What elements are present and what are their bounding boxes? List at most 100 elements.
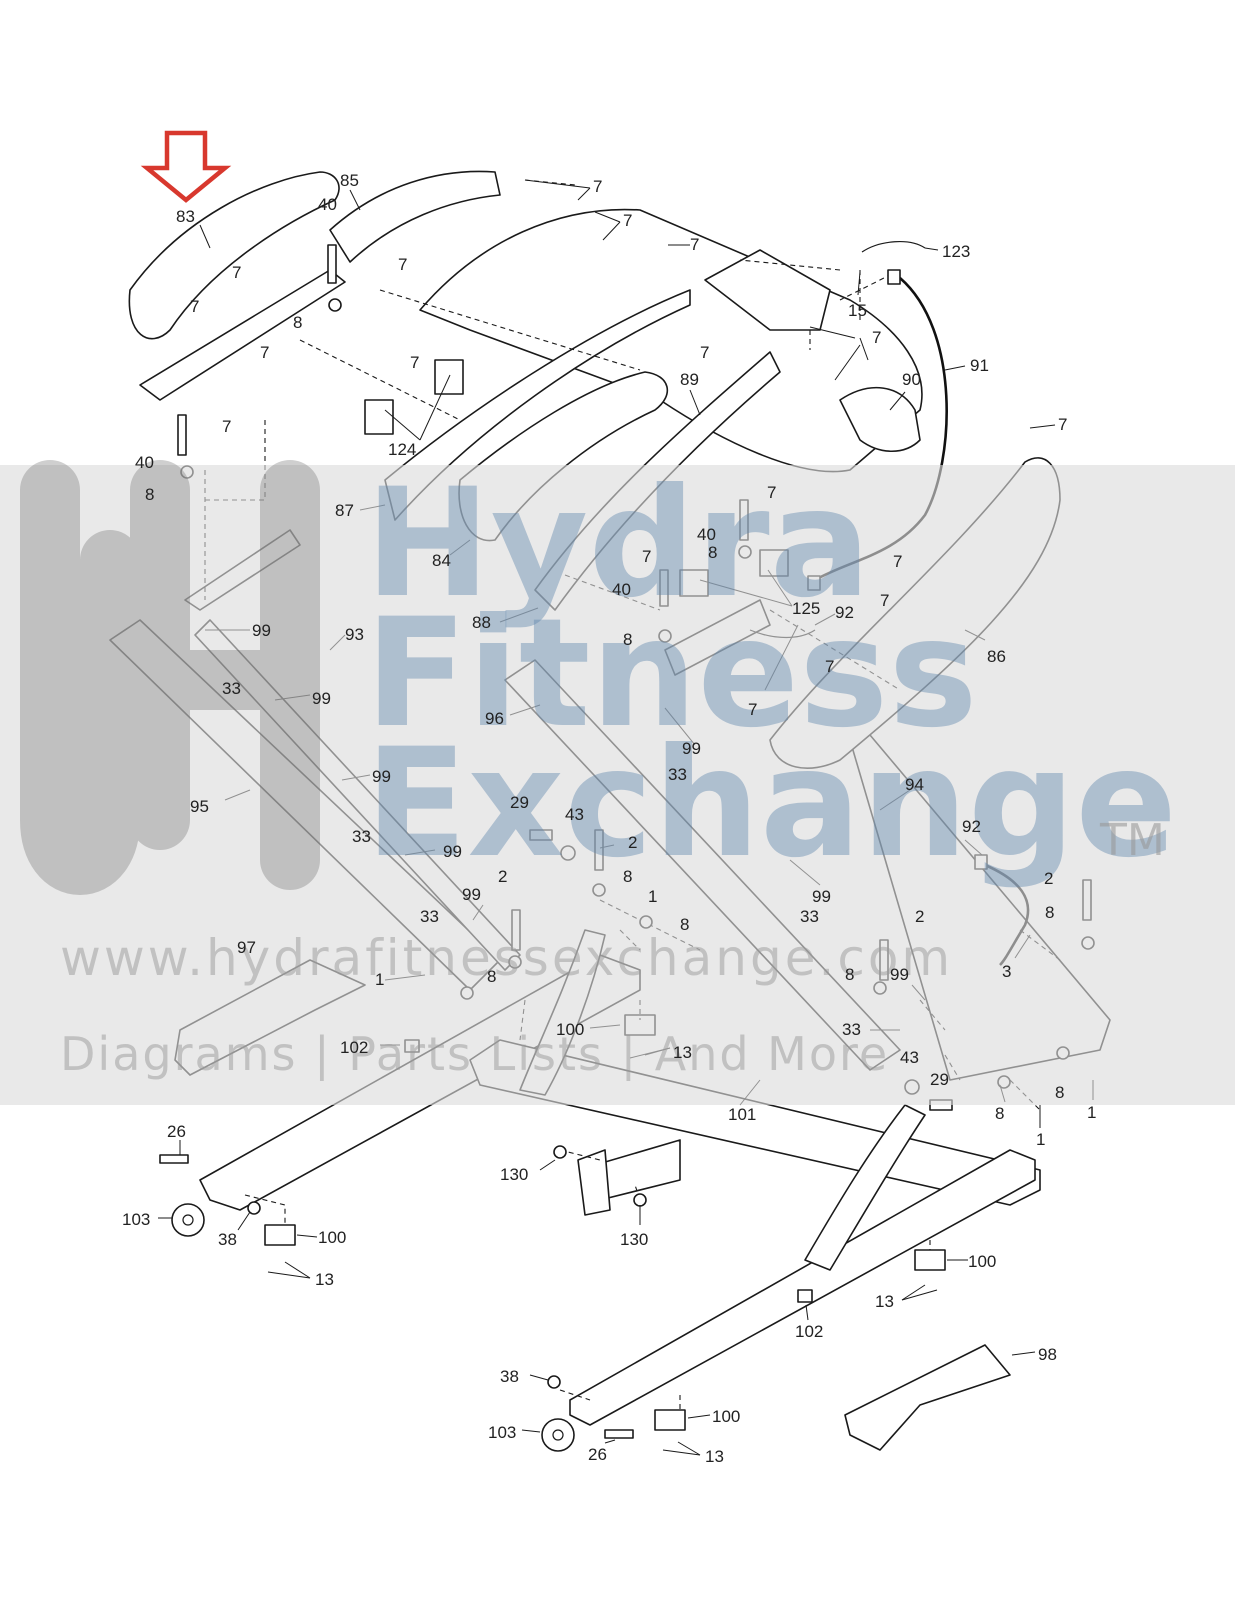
callout-8: 8: [845, 965, 854, 984]
watermark-logo-icon: [19, 460, 320, 895]
callout-99: 99: [812, 887, 831, 906]
callout-26: 26: [167, 1122, 186, 1141]
callout-43: 43: [565, 805, 584, 824]
callout-2: 2: [628, 833, 637, 852]
callout-83: 83: [176, 207, 195, 226]
callout-13: 13: [315, 1270, 334, 1289]
callout-103: 103: [122, 1210, 150, 1229]
callout-99: 99: [682, 739, 701, 758]
callout-2: 2: [915, 907, 924, 926]
highlight-arrow-icon: [140, 130, 232, 203]
callout-7: 7: [260, 343, 269, 362]
callout-7: 7: [872, 328, 881, 347]
part-103-wheel-left: [171, 1203, 205, 1237]
callout-89: 89: [680, 370, 699, 389]
callout-33: 33: [800, 907, 819, 926]
callout-1: 1: [375, 970, 384, 989]
part-89-motor-hood: [419, 208, 923, 473]
callout-100: 100: [556, 1020, 584, 1039]
part-98-right-cover: [844, 1344, 1011, 1451]
callout-2: 2: [498, 867, 507, 886]
callout-33: 33: [420, 907, 439, 926]
callout-33: 33: [352, 827, 371, 846]
watermark-url: www.hydrafitnessexchange.com: [60, 929, 953, 987]
callout-1: 1: [1087, 1103, 1096, 1122]
watermark-tagline: Diagrams | Parts Lists | And More: [60, 1027, 889, 1082]
callout-125: 125: [792, 599, 820, 618]
callout-130: 130: [620, 1230, 648, 1249]
callout-100: 100: [318, 1228, 346, 1247]
callout-7: 7: [190, 297, 199, 316]
part-103-wheel-right: [541, 1418, 575, 1452]
callout-7: 7: [700, 343, 709, 362]
callout-91: 91: [970, 356, 989, 375]
callout-7: 7: [690, 235, 699, 254]
callout-7: 7: [398, 255, 407, 274]
callout-7: 7: [767, 483, 776, 502]
callout-85: 85: [340, 171, 359, 190]
callout-92: 92: [962, 817, 981, 836]
watermark-line1: Hydra: [365, 457, 871, 631]
callout-7: 7: [893, 552, 902, 571]
callout-96: 96: [485, 709, 504, 728]
callout-94: 94: [905, 775, 924, 794]
part-85-side-handle: [329, 170, 501, 263]
callout-92: 92: [835, 603, 854, 622]
callout-15: 15: [848, 301, 867, 320]
callout-7: 7: [222, 417, 231, 436]
callout-8: 8: [487, 967, 496, 986]
part-103-wheel-right-hub: [552, 1429, 564, 1441]
callout-8: 8: [1055, 1083, 1064, 1102]
callout-88: 88: [472, 613, 491, 632]
part-123-wire: [861, 241, 926, 253]
watermark-band: [0, 465, 1235, 1105]
part-100-foot-a: [264, 1224, 296, 1246]
callout-40: 40: [135, 453, 154, 472]
part-101-right-rail: [569, 1149, 1036, 1426]
callout-40: 40: [318, 195, 337, 214]
part-90-console-tube: [839, 386, 921, 452]
callout-40: 40: [697, 525, 716, 544]
callout-3: 3: [1002, 962, 1011, 981]
callout-100: 100: [968, 1252, 996, 1271]
callout-124: 124: [388, 440, 416, 459]
callout-86: 86: [987, 647, 1006, 666]
part-124-block-a: [364, 399, 394, 435]
callout-99: 99: [890, 965, 909, 984]
part-100-foot-c: [914, 1249, 946, 1271]
callout-7: 7: [748, 700, 757, 719]
callout-29: 29: [510, 793, 529, 812]
callout-97: 97: [237, 938, 256, 957]
callout-1: 1: [1036, 1130, 1045, 1149]
callout-90: 90: [902, 370, 921, 389]
callout-101: 101: [728, 1105, 756, 1124]
callout-33: 33: [668, 765, 687, 784]
callout-38: 38: [500, 1367, 519, 1386]
callout-7: 7: [825, 657, 834, 676]
handrail-bracket: [139, 269, 346, 401]
callout-99: 99: [443, 842, 462, 861]
callout-99: 99: [462, 885, 481, 904]
callout-8: 8: [1045, 903, 1054, 922]
callout-7: 7: [593, 177, 602, 196]
callout-87: 87: [335, 501, 354, 520]
part-130-bracket: [577, 1149, 611, 1216]
callout-99: 99: [372, 767, 391, 786]
callout-2: 2: [1044, 869, 1053, 888]
callout-93: 93: [345, 625, 364, 644]
part-83-handrail: [128, 171, 340, 340]
watermark: Hydra Fitness Exchange TM www.hydrafitne…: [0, 457, 1235, 1105]
callout-40: 40: [612, 580, 631, 599]
callout-98: 98: [1038, 1345, 1057, 1364]
callout-8: 8: [293, 313, 302, 332]
watermark-line3: Exchange: [365, 717, 1177, 891]
callout-8: 8: [145, 485, 154, 504]
callout-13: 13: [875, 1292, 894, 1311]
callout-7: 7: [880, 591, 889, 610]
callout-8: 8: [680, 915, 689, 934]
callout-102: 102: [795, 1322, 823, 1341]
callout-1: 1: [648, 887, 657, 906]
callout-38: 38: [218, 1230, 237, 1249]
callout-29: 29: [930, 1070, 949, 1089]
